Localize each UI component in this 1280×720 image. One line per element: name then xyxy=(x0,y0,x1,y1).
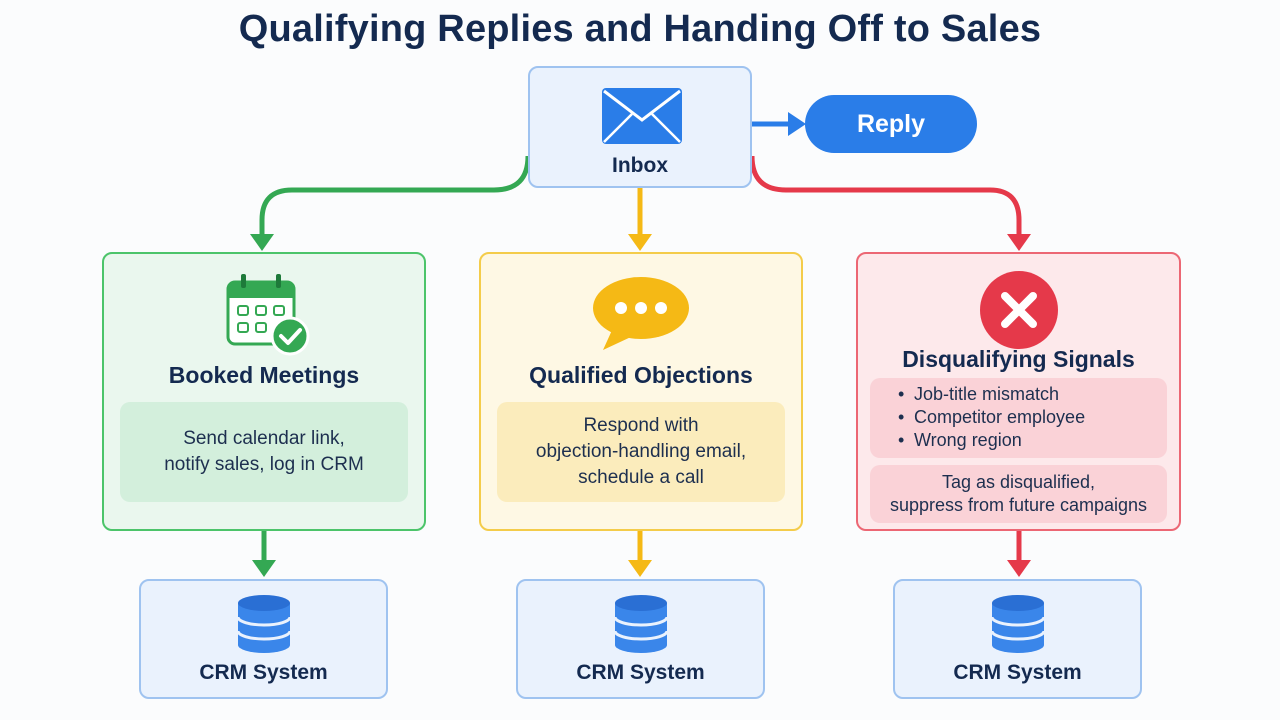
arrowhead-disqualifying xyxy=(1007,234,1031,251)
page-title: Qualifying Replies and Handing Off to Sa… xyxy=(238,8,1042,50)
branch-disqualifying-signals: Disqualifying Signals Job-title mismatch… xyxy=(856,252,1181,531)
database-icon xyxy=(236,595,291,653)
signal-item: Job-title mismatch xyxy=(898,383,1167,406)
inbox-label: Inbox xyxy=(612,154,668,177)
arrowhead-booked xyxy=(250,234,274,251)
reply-node: Reply xyxy=(805,95,977,153)
x-circle-icon xyxy=(979,271,1058,349)
arrowhead-crm-1 xyxy=(252,560,276,577)
crm-system-node: CRM System xyxy=(516,579,765,699)
database-icon xyxy=(990,595,1045,653)
database-icon xyxy=(613,595,668,653)
envelope-icon xyxy=(602,88,682,144)
signal-list: Job-title mismatch Competitor employee W… xyxy=(870,378,1167,458)
crm-system-node: CRM System xyxy=(893,579,1142,699)
crm-label: CRM System xyxy=(576,661,705,684)
branch-booked-meetings: Booked Meetings Send calendar link, noti… xyxy=(102,252,426,531)
arrowhead-objections xyxy=(628,234,652,251)
branch-title: Qualified Objections xyxy=(529,362,753,388)
arrowhead-reply xyxy=(788,112,806,136)
branch-title: Booked Meetings xyxy=(168,362,360,388)
arrowhead-crm-3 xyxy=(1007,560,1031,577)
arrowhead-crm-2 xyxy=(628,560,652,577)
chat-bubble-icon xyxy=(593,277,689,350)
connector-inbox-to-booked xyxy=(259,155,531,236)
branch-title: Disqualifying Signals xyxy=(902,346,1135,372)
crm-label: CRM System xyxy=(953,661,1082,684)
crm-label: CRM System xyxy=(199,661,328,684)
branch-qualified-objections: Qualified Objections Respond with object… xyxy=(479,252,803,531)
branch-action: Respond with objection-handling email, s… xyxy=(497,402,785,502)
branch-action: Send calendar link, notify sales, log in… xyxy=(120,402,408,502)
crm-system-node: CRM System xyxy=(139,579,388,699)
connector-inbox-to-disqualifying xyxy=(749,155,1022,236)
branch-action: Tag as disqualified, suppress from futur… xyxy=(870,465,1167,523)
calendar-check-icon xyxy=(226,274,310,356)
inbox-node: Inbox xyxy=(528,66,752,188)
signal-item: Competitor employee xyxy=(898,406,1167,429)
signal-item: Wrong region xyxy=(898,429,1167,452)
